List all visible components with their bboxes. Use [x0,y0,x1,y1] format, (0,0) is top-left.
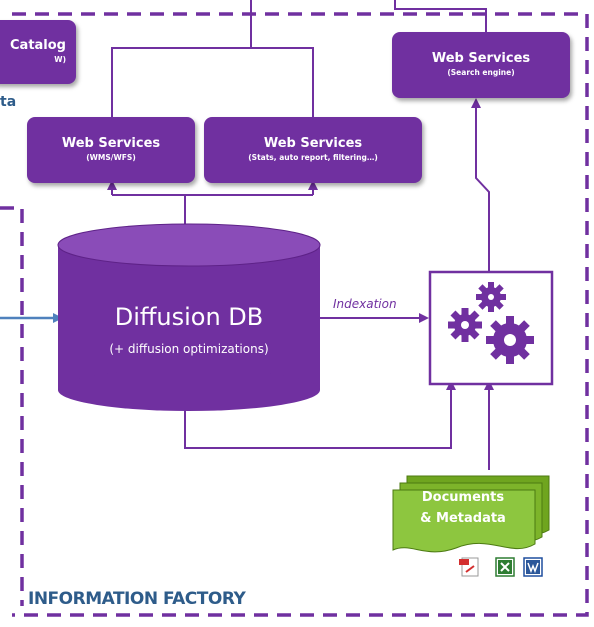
search-subtitle: (Search engine) [447,68,515,77]
stats-subtitle: (Stats, auto report, filtering…) [248,153,378,162]
excel-icon [495,557,515,577]
wms-subtitle: (WMS/WFS) [86,153,136,162]
information-factory-label: INFORMATION FACTORY [28,589,246,609]
search-title: Web Services [431,51,531,66]
documents-stack-icon [392,475,550,553]
web-services-stats-box: Web Services (Stats, auto report, filter… [204,117,422,183]
wms-title: Web Services [61,136,161,151]
pdf-icon [459,557,479,577]
connector-search-top [394,0,487,32]
connector-db-bottom [184,380,456,449]
web-services-wms-box: Web Services (WMS/WFS) [27,117,195,183]
indexation-label: Indexation [333,297,397,311]
documents-line2: & Metadata [420,511,506,526]
gears-icon [448,282,534,364]
catalog-subtitle: W) [54,55,66,64]
documents-label: Documents & Metadata [396,487,530,529]
db-subtitle: (+ diffusion optimizations) [109,342,269,356]
web-services-search-box: Web Services (Search engine) [392,32,570,98]
external-frame [0,206,24,606]
information-factory-frame [12,12,589,617]
catalog-title: Catalog [10,38,66,53]
partial-label: ta [0,94,17,110]
connector-indexer-to-search [471,98,490,272]
word-icon [523,557,543,577]
stats-title: Web Services [263,136,363,151]
db-title: Diffusion DB [114,303,264,331]
connector-to-top [111,0,314,117]
diffusion-db-cylinder [57,223,321,411]
catalog-box: Catalog W) [0,20,76,84]
documents-line1: Documents [421,490,505,505]
